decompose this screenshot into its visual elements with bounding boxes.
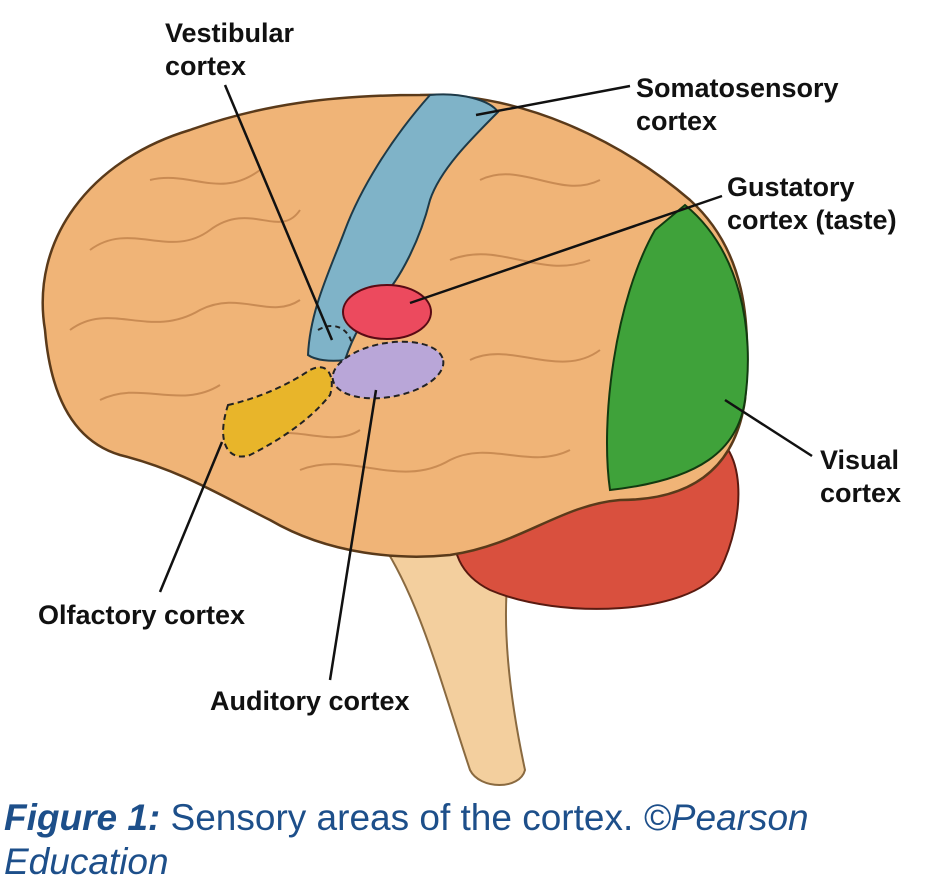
gyri-texture xyxy=(69,169,601,473)
auditory-cortex-label: Auditory cortex xyxy=(210,686,410,716)
label-line: Somatosensory xyxy=(636,73,839,103)
leader-lines xyxy=(158,84,813,681)
label-line: cortex (taste) xyxy=(727,205,897,235)
auditory-cortex xyxy=(331,340,445,400)
visual-cortex-label: Visual cortex xyxy=(820,444,901,510)
label-line: cortex xyxy=(165,51,247,81)
figure-caption: Figure 1: Sensory areas of the cortex. ©… xyxy=(4,796,924,884)
label-line: cortex xyxy=(820,478,902,508)
label-line: Visual xyxy=(820,445,900,475)
vestibular-cortex-label: Vestibular cortex xyxy=(165,17,294,83)
vestibular-cortex-outline xyxy=(317,325,353,346)
brainstem xyxy=(377,538,527,786)
label-line: Gustatory xyxy=(727,172,855,202)
visual-cortex xyxy=(606,203,749,492)
olfactory-cortex-label: Olfactory cortex xyxy=(38,600,246,630)
caption-text: Sensory areas of the cortex. xyxy=(160,797,644,838)
gustatory-cortex-label: Gustatory cortex (taste) xyxy=(727,171,897,237)
olfactory-cortex xyxy=(222,366,333,458)
gustatory-cortex xyxy=(342,284,432,340)
caption-figure-number: Figure 1: xyxy=(4,797,161,838)
label-line: Vestibular xyxy=(165,18,295,48)
label-line: cortex xyxy=(636,106,718,136)
somatosensory-cortex-label: Somatosensory cortex xyxy=(636,72,839,138)
caption-credit: ©Pearson Education xyxy=(4,797,809,882)
